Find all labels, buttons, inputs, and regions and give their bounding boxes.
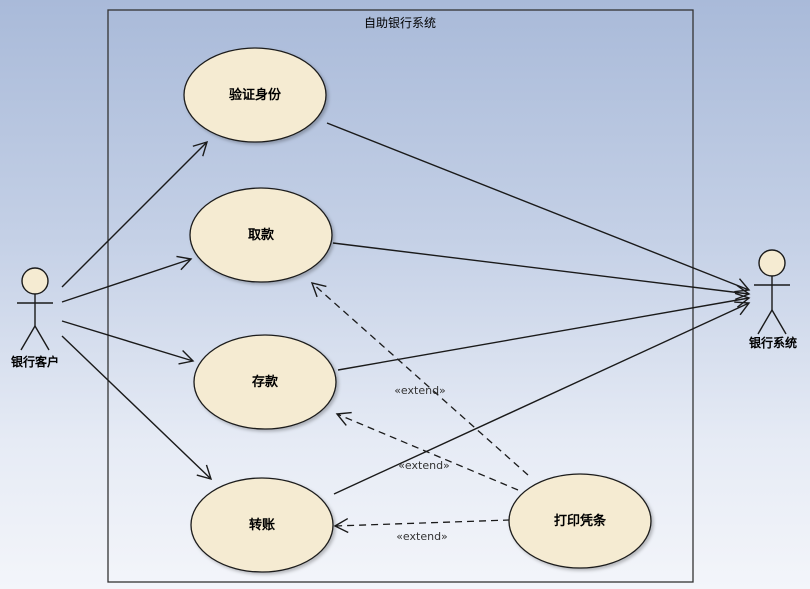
assoc-withdraw-bank[interactable] [332, 242, 751, 301]
system-boundary[interactable]: 自助银行系统 [107, 9, 694, 583]
actor-bank[interactable]: 银行系统 [749, 249, 797, 350]
usecase-transfer[interactable]: 转账 [190, 477, 334, 573]
actor-customer-label: 银行客户 [11, 354, 59, 369]
usecase-verify[interactable]: 验证身份 [183, 47, 327, 143]
usecase-print[interactable]: 打印凭条 [508, 473, 652, 569]
extend-print-transfer[interactable] [333, 517, 511, 534]
usecase-verify-label: 验证身份 [229, 87, 282, 103]
assoc-customer-transfer[interactable] [61, 335, 213, 481]
assoc-deposit-bank[interactable] [337, 292, 751, 371]
extend-label-deposit: «extend» [398, 459, 450, 472]
extend-print-deposit[interactable] [335, 411, 519, 491]
actor-customer[interactable]: 银行客户 [11, 267, 59, 369]
usecase-withdraw[interactable]: 取款 [189, 187, 333, 283]
system-title: 自助银行系统 [364, 16, 436, 30]
usecase-transfer-label: 转账 [249, 517, 275, 533]
assoc-customer-verify[interactable] [61, 140, 209, 288]
stick-figure-icon [754, 249, 790, 335]
usecase-deposit[interactable]: 存款 [193, 334, 337, 430]
extend-label-transfer: «extend» [396, 530, 448, 543]
extend-label-withdraw: «extend» [394, 384, 446, 397]
extend-print-withdraw[interactable] [310, 282, 529, 476]
assoc-customer-withdraw[interactable] [61, 255, 193, 303]
usecase-print-label: 打印凭条 [554, 513, 607, 529]
usecase-deposit-label: 存款 [252, 374, 279, 390]
stick-figure-icon [17, 267, 53, 351]
assoc-customer-deposit[interactable] [61, 320, 195, 365]
assoc-transfer-bank[interactable] [333, 301, 751, 495]
usecase-withdraw-label: 取款 [248, 227, 275, 243]
actor-bank-label: 银行系统 [749, 335, 797, 350]
assoc-verify-bank[interactable] [326, 122, 751, 293]
